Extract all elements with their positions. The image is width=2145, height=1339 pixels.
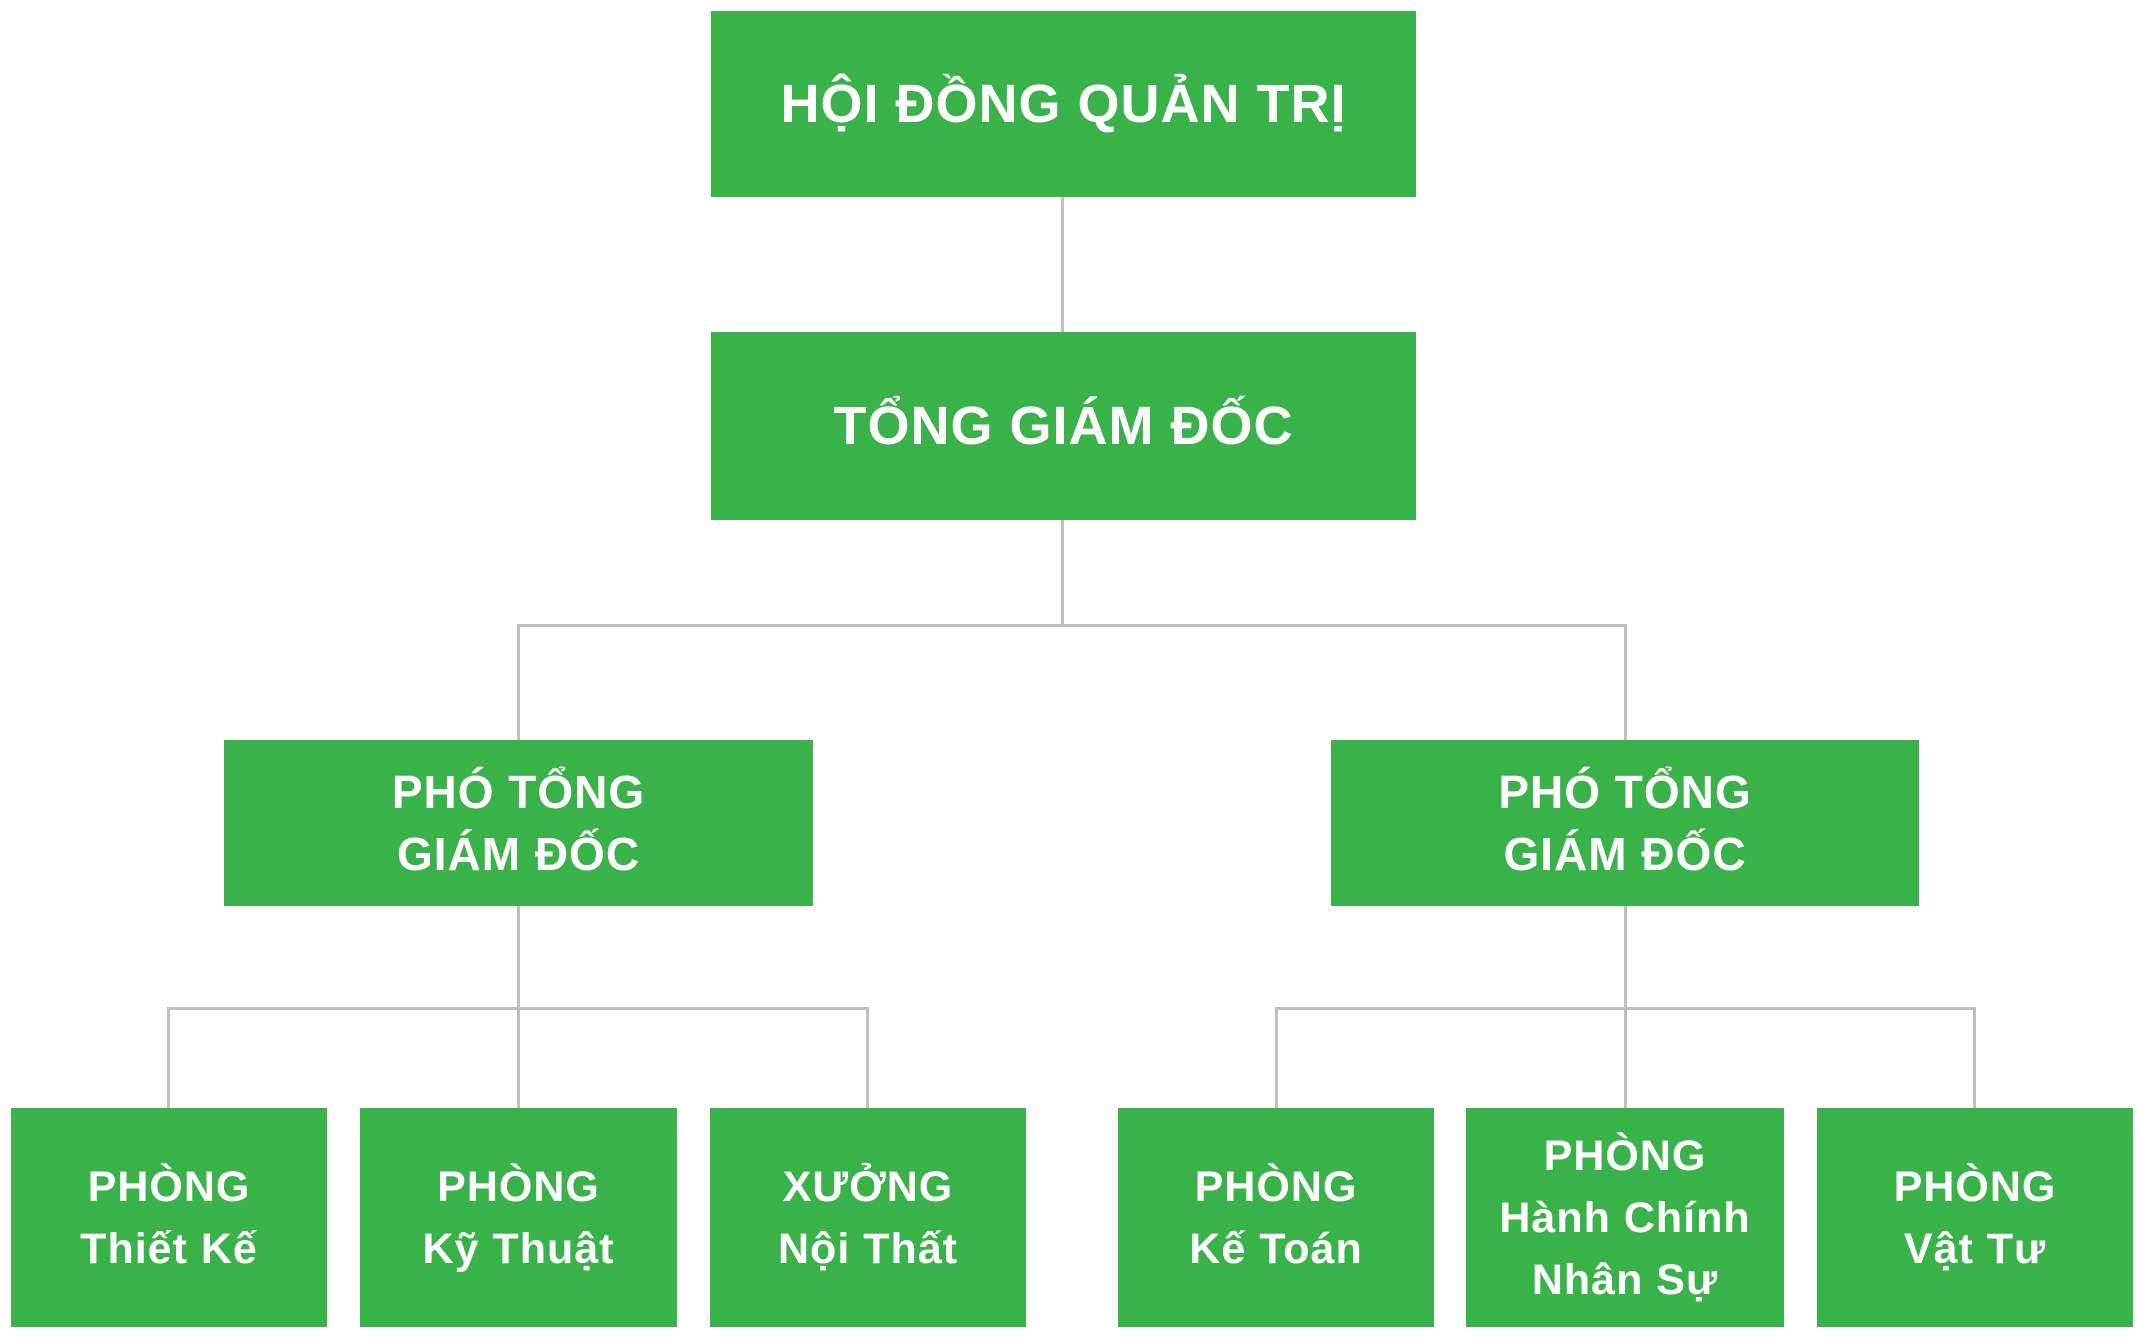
department-interior-workshop: XƯỞNG Nội Thất bbox=[710, 1108, 1026, 1327]
connector-deputy-right bbox=[1624, 624, 1627, 740]
deputy-node-right: PHÓ TỔNG GIÁM ĐỐC bbox=[1331, 740, 1919, 906]
department-materials: PHÒNG Vật Tư bbox=[1817, 1108, 2133, 1327]
department-label-line1: PHÒNG bbox=[1543, 1131, 1707, 1180]
department-accounting: PHÒNG Kế Toán bbox=[1118, 1108, 1434, 1327]
connector-dept-1 bbox=[167, 1007, 170, 1108]
department-label-line1: PHÒNG bbox=[87, 1162, 251, 1211]
connector-deputies-horizontal bbox=[517, 624, 1627, 627]
department-label-line3: Nhân Sự bbox=[1531, 1255, 1719, 1304]
deputy-label-line1: PHÓ TỔNG bbox=[1498, 766, 1752, 818]
deputy-label-line1: PHÓ TỔNG bbox=[391, 766, 646, 818]
ceo-label: TỔNG GIÁM ĐỐC bbox=[833, 396, 1294, 456]
connector-dept-4 bbox=[1275, 1007, 1278, 1108]
department-label-line2: Kế Toán bbox=[1189, 1224, 1363, 1273]
ceo-node: TỔNG GIÁM ĐỐC bbox=[711, 332, 1416, 520]
connector-dept-3 bbox=[866, 1007, 869, 1108]
deputy-label-line2: GIÁM ĐỐC bbox=[1503, 828, 1747, 880]
deputy-node-left: PHÓ TỔNG GIÁM ĐỐC bbox=[224, 740, 813, 906]
connector-left-departments bbox=[167, 1007, 869, 1010]
department-engineering: PHÒNG Kỹ Thuật bbox=[360, 1108, 677, 1327]
department-label-line1: XƯỞNG bbox=[782, 1162, 954, 1211]
connector-ceo-down bbox=[1061, 520, 1064, 626]
board-label: HỘI ĐỒNG QUẢN TRỊ bbox=[780, 74, 1347, 134]
department-label-line2: Nội Thất bbox=[778, 1224, 958, 1273]
connector-deputy-left bbox=[517, 624, 520, 740]
connector-board-ceo bbox=[1061, 197, 1064, 332]
department-label-line1: PHÒNG bbox=[437, 1162, 600, 1211]
deputy-label-line2: GIÁM ĐỐC bbox=[396, 828, 641, 880]
department-label-line2: Vật Tư bbox=[1903, 1224, 2047, 1273]
department-label-line2: Hành Chính bbox=[1499, 1193, 1751, 1242]
department-label-line2: Kỹ Thuật bbox=[422, 1224, 615, 1273]
board-node: HỘI ĐỒNG QUẢN TRỊ bbox=[711, 11, 1416, 197]
department-hr-admin: PHÒNG Hành Chính Nhân Sự bbox=[1466, 1108, 1784, 1327]
department-label-line1: PHÒNG bbox=[1893, 1162, 2057, 1211]
department-design: PHÒNG Thiết Kế bbox=[11, 1108, 327, 1327]
department-label-line2: Thiết Kế bbox=[80, 1224, 258, 1273]
connector-right-departments bbox=[1275, 1007, 1976, 1010]
department-label-line1: PHÒNG bbox=[1194, 1162, 1358, 1211]
connector-dept-6 bbox=[1973, 1007, 1976, 1108]
